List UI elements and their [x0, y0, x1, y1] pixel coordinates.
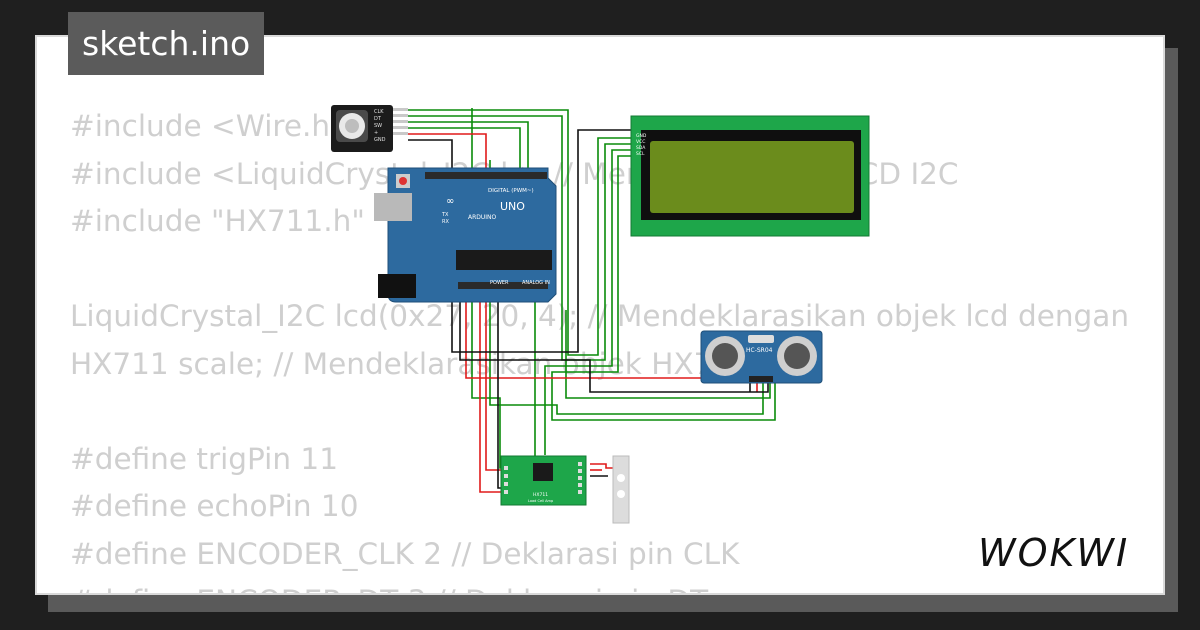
usb-port	[374, 193, 412, 221]
power-analog-header	[458, 282, 548, 289]
encoder-pin-label: +	[374, 130, 378, 136]
lcd-pin-label: GND	[636, 133, 647, 139]
encoder-pin-label: CLK	[374, 109, 384, 115]
power-label: POWER	[490, 280, 509, 286]
arduino-logo-icon: ∞	[446, 196, 454, 207]
code-line: #include "HX711.h"	[70, 204, 365, 238]
lcd-pin-label: SDA	[636, 145, 646, 151]
power-jack	[378, 274, 416, 298]
encoder-pin-label: SW	[374, 123, 382, 129]
encoder-pin-label: DT	[374, 116, 382, 122]
code-line: #define trigPin 11	[70, 441, 338, 476]
ultrasonic-sensor: HC-SR04	[700, 330, 823, 384]
hx711-subtitle: Load Cell Amp	[528, 499, 554, 503]
code-line: #include <Wire.h>	[70, 109, 355, 143]
ultrasonic-label: HC-SR04	[746, 347, 773, 354]
atmega-chip	[456, 250, 552, 270]
sketch-file-title: sketch.ino	[68, 12, 265, 75]
analog-label: ANALOG IN	[522, 280, 550, 286]
lcd-pin-label: VCC	[636, 139, 645, 145]
code-line: LiquidCrystal_I2C lcd(0x27, 20, 4); // M…	[70, 299, 1130, 333]
wokwi-logo-text: WOKWI	[978, 531, 1129, 575]
encoder-pin-label: GND	[374, 137, 386, 143]
rx-label: RX	[442, 219, 449, 225]
digital-header	[425, 172, 547, 179]
lcd-pin-label: SCL	[636, 151, 645, 157]
rotary-encoder: CLK DT SW + GND	[331, 105, 408, 152]
hx711-module: HX711 Load Cell Amp	[500, 455, 587, 506]
code-line: #define ENCODER_DT 3 // Deklarasi pin DT	[70, 578, 1129, 593]
hx711-title: HX711	[533, 492, 548, 498]
lcd-display: GND VCC SDA SCL	[630, 115, 870, 237]
reset-button-icon	[399, 177, 407, 185]
arduino-brand: ARDUINO	[468, 214, 497, 221]
wokwi-logo: WOKWI	[978, 531, 1129, 575]
arduino-model: UNO	[500, 200, 525, 213]
load-cell	[612, 455, 630, 524]
digital-label: DIGITAL (PWM~)	[488, 188, 534, 194]
hx711-chip	[533, 463, 553, 481]
code-line: #define ENCODER_CLK 2 // Deklarasi pin C…	[70, 536, 740, 571]
lcd-screen	[650, 141, 854, 213]
code-line: #define echoPin 10	[70, 489, 359, 523]
tx-label: TX	[441, 212, 449, 218]
arduino-uno-board: DIGITAL (PWM~) ∞ ARDUINO UNO TX RX POWER…	[374, 167, 557, 303]
